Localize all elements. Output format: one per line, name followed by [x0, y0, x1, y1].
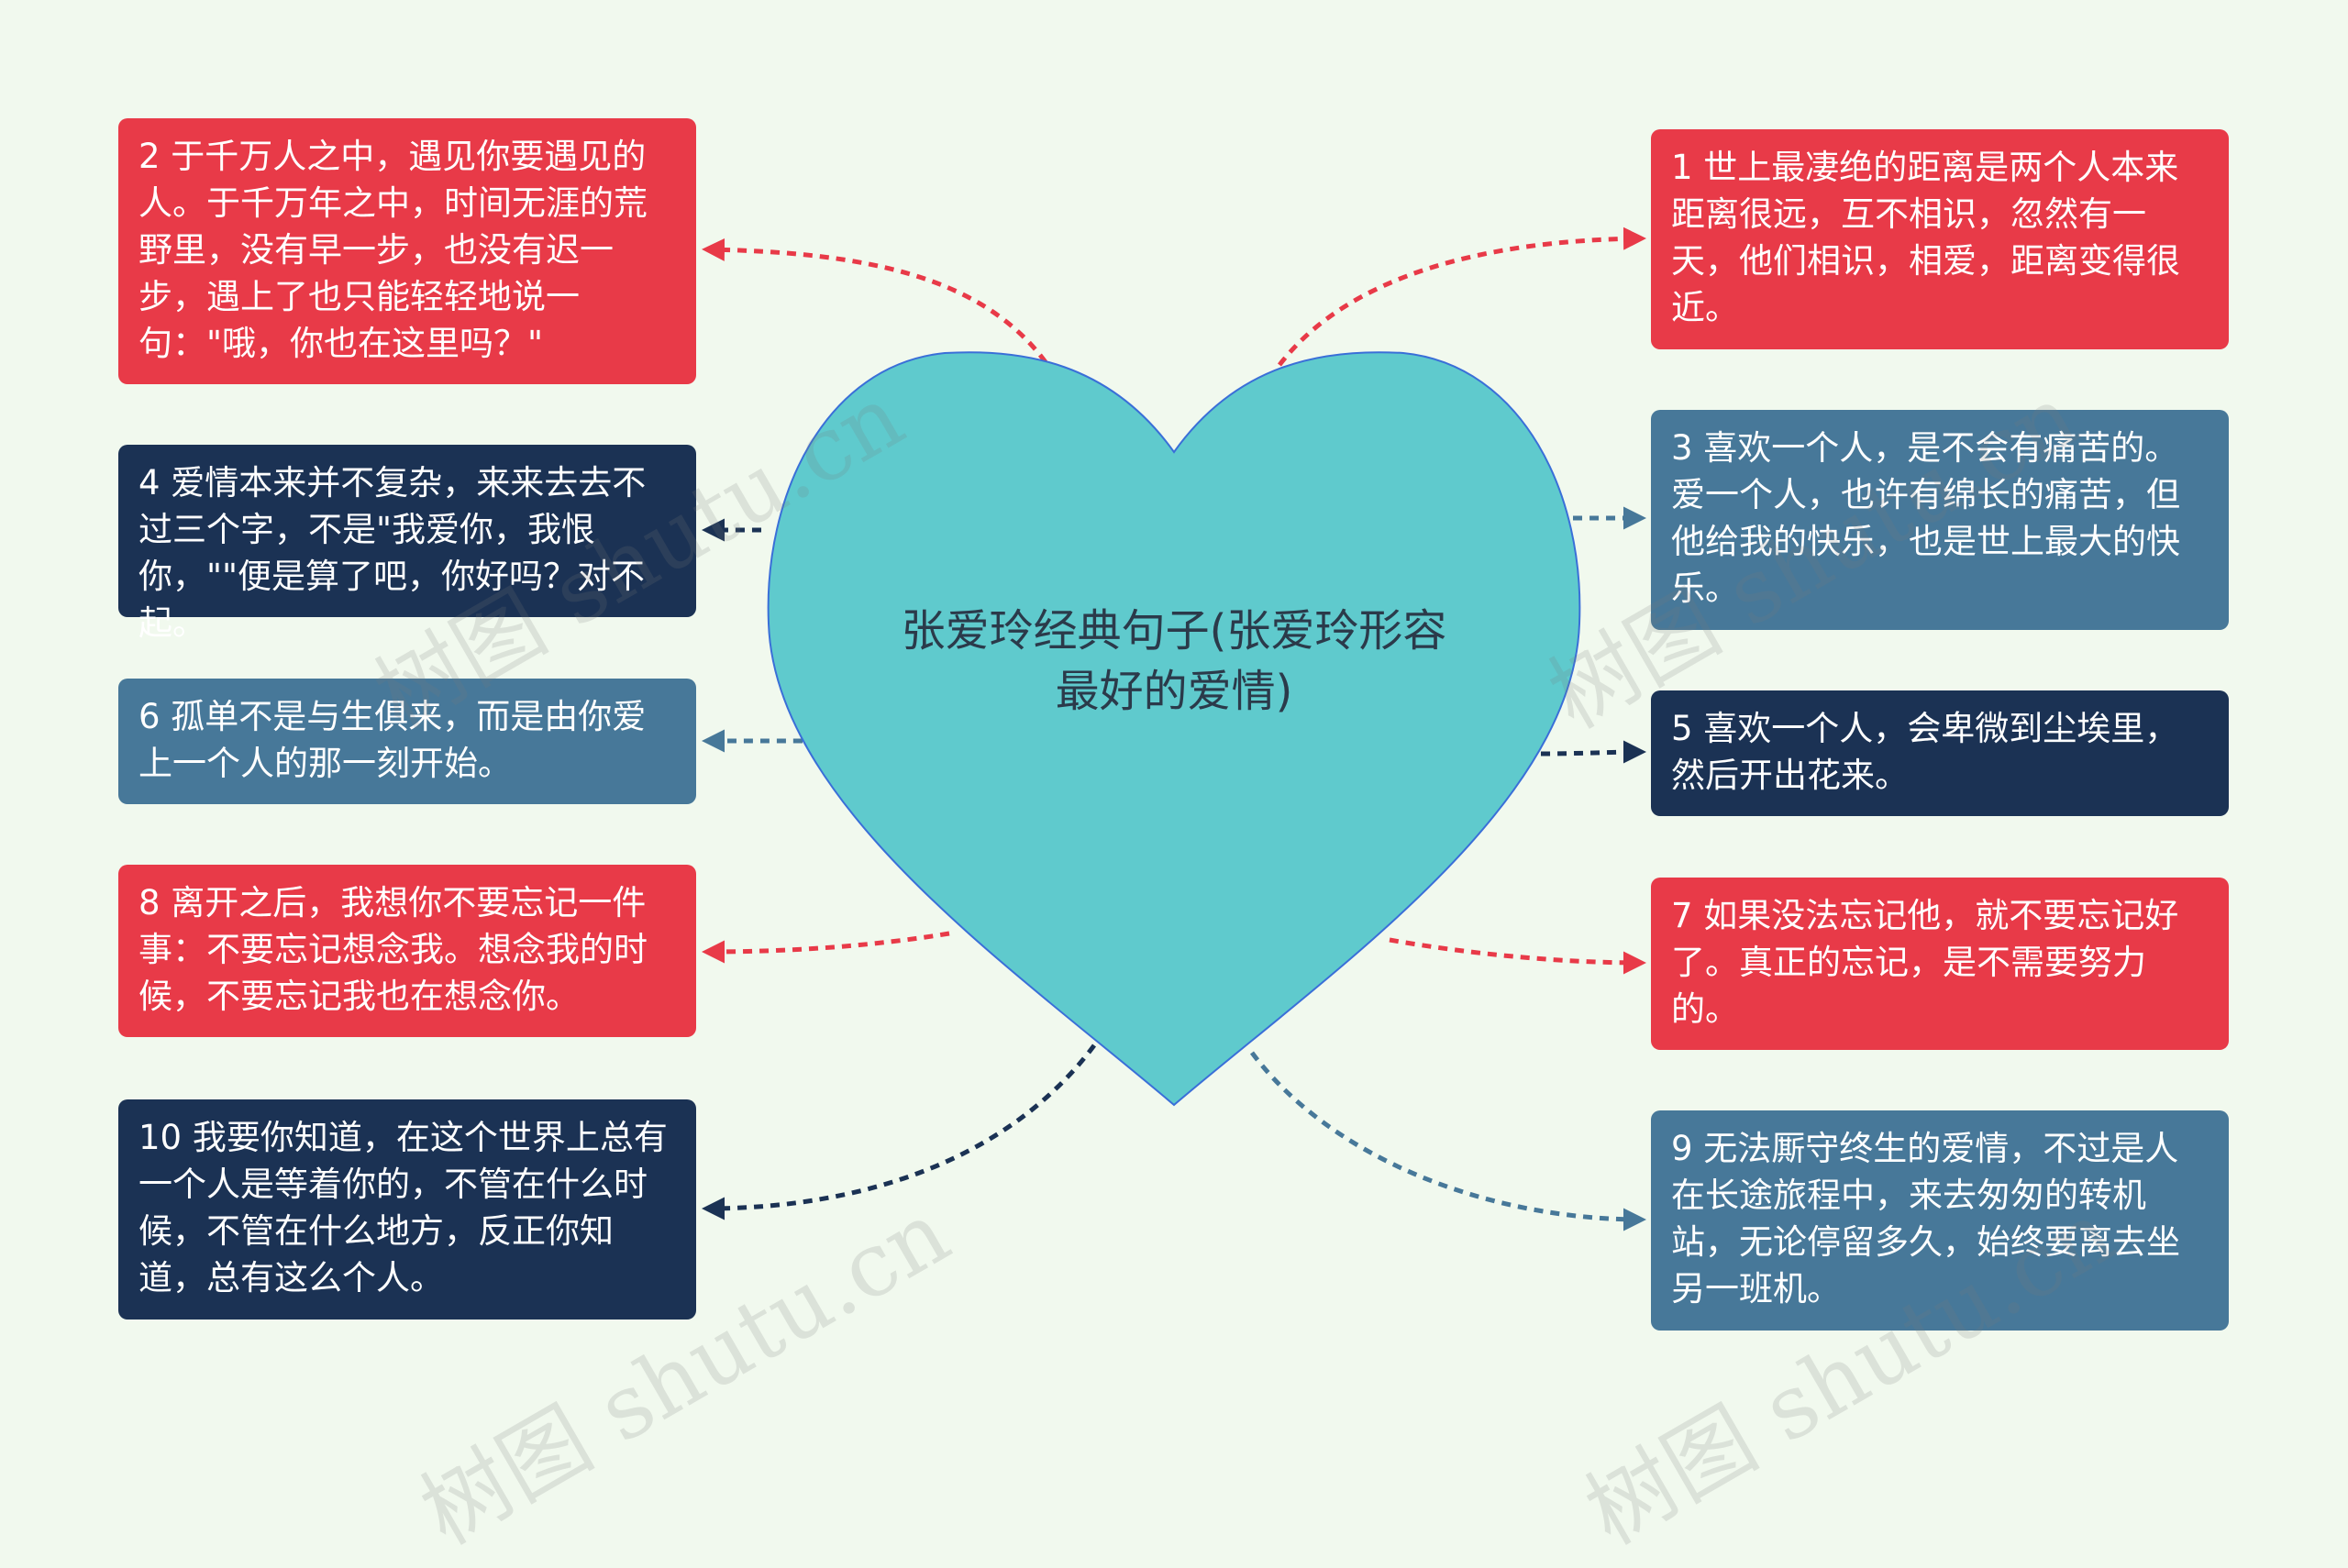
connector-n1: [1278, 226, 1646, 367]
node-8-text: 8 离开之后，我想你不要忘记一件事：不要忘记想念我。想念我的时候，不要忘记我也在…: [138, 883, 648, 1016]
connector-n9: [1249, 1051, 1646, 1231]
node-6[interactable]: 6 孤单不是与生俱来，而是由你爱上一个人的那一刻开始。: [118, 679, 696, 804]
node-8[interactable]: 8 离开之后，我想你不要忘记一件事：不要忘记想念我。想念我的时候，不要忘记我也在…: [118, 865, 696, 1037]
connector-n8: [702, 931, 950, 964]
node-5-text: 5 喜欢一个人，会卑微到尘埃里，然后开出花来。: [1671, 709, 2179, 795]
node-9-text: 9 无法厮守终生的爱情，不过是人在长途旅程中，来去匆匆的转机站，无论停留多久，始…: [1671, 1129, 2180, 1309]
node-7[interactable]: 7 如果没法忘记他，就不要忘记好了。真正的忘记，是不需要努力的。: [1651, 878, 2229, 1050]
node-4-text: 4 爱情本来并不复杂，来来去去不过三个字，不是"我爱你，我恨你，""便是算了吧，…: [138, 463, 647, 643]
connector-n10: [702, 1043, 1097, 1220]
node-10[interactable]: 10 我要你知道，在这个世界上总有一个人是等着你的，不管在什么时候，不管在什么地…: [118, 1099, 696, 1320]
connector-n5: [1540, 740, 1646, 764]
center-heart[interactable]: [767, 351, 1581, 1107]
mindmap-canvas: [702, 226, 1646, 1231]
node-3-text: 3 喜欢一个人，是不会有痛苦的。爱一个人，也许有绵长的痛苦，但他给我的快乐，也是…: [1671, 428, 2180, 608]
node-2[interactable]: 2 于千万人之中，遇见你要遇见的人。于千万年之中，时间无涯的荒野里，没有早一步，…: [118, 118, 696, 384]
node-3[interactable]: 3 喜欢一个人，是不会有痛苦的。爱一个人，也许有绵长的痛苦，但他给我的快乐，也是…: [1651, 410, 2229, 630]
node-5[interactable]: 5 喜欢一个人，会卑微到尘埃里，然后开出花来。: [1651, 690, 2229, 816]
connector-n7: [1389, 937, 1646, 975]
node-7-text: 7 如果没法忘记他，就不要忘记好了。真正的忘记，是不需要努力的。: [1671, 896, 2179, 1029]
node-1-text: 1 世上最凄绝的距离是两个人本来距离很远，互不相识，忽然有一天，他们相识，相爱，…: [1671, 148, 2180, 327]
node-9[interactable]: 9 无法厮守终生的爱情，不过是人在长途旅程中，来去匆匆的转机站，无论停留多久，始…: [1651, 1110, 2229, 1331]
node-4[interactable]: 4 爱情本来并不复杂，来来去去不过三个字，不是"我爱你，我恨你，""便是算了吧，…: [118, 445, 696, 643]
node-6-text: 6 孤单不是与生俱来，而是由你爱上一个人的那一刻开始。: [138, 697, 647, 783]
connector-n2: [702, 237, 1048, 364]
node-2-text: 2 于千万人之中，遇见你要遇见的人。于千万年之中，时间无涯的荒野里，没有早一步，…: [138, 137, 648, 363]
center-title[interactable]: 张爱玲经典句子(张爱玲形容最好的爱情): [901, 605, 1447, 717]
node-1[interactable]: 1 世上最凄绝的距离是两个人本来距离很远，互不相识，忽然有一天，他们相识，相爱，…: [1651, 129, 2229, 349]
node-10-text: 10 我要你知道，在这个世界上总有一个人是等着你的，不管在什么时候，不管在什么地…: [138, 1118, 668, 1297]
